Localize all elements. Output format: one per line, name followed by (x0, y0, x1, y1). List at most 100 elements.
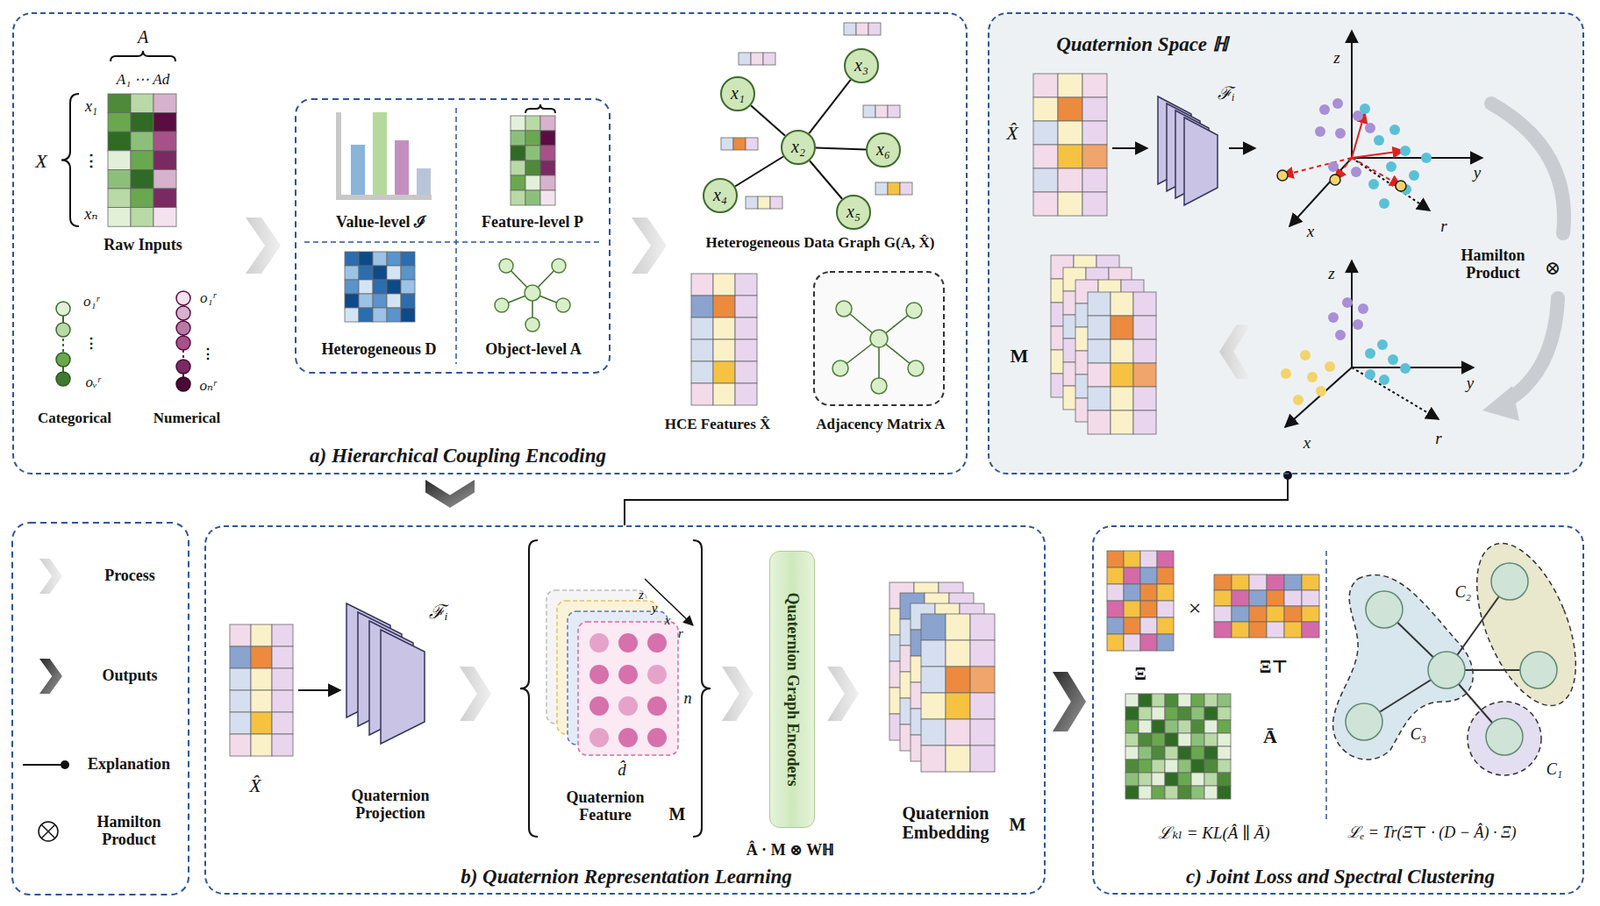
embedding-dot (1324, 361, 1336, 372)
matrix-cell (757, 196, 771, 209)
matrix-cell (130, 113, 154, 133)
matrix-cell (713, 273, 736, 296)
node-label: x₃ (854, 55, 869, 76)
numeric-node (176, 377, 191, 392)
embedding-matrix-layer (921, 614, 995, 772)
feature-matrix (510, 115, 556, 206)
matrix-cell (1057, 168, 1083, 193)
matrix-cell (153, 188, 177, 208)
feature-dot (618, 696, 638, 716)
diagram-label: y (651, 600, 658, 616)
matrix-cell (400, 293, 415, 308)
matrix-cell (1217, 759, 1231, 773)
matrix-cell (1214, 590, 1232, 607)
graph-node: x₄ (702, 178, 738, 214)
diagram-label: r (1440, 217, 1447, 236)
matrix-cell (1151, 733, 1165, 747)
diagram-label: Numerical (153, 410, 221, 428)
process-chevron (1052, 671, 1086, 732)
matrix-cell (1087, 315, 1111, 340)
line-shape (455, 107, 458, 365)
diagram-label: Heterogeneous D (321, 341, 436, 359)
embedding-dot (1319, 104, 1330, 115)
graph-node: x₃ (843, 48, 879, 84)
matrix-cell (1191, 707, 1205, 721)
curly-brace (692, 540, 711, 837)
matrix-cell (1178, 733, 1192, 747)
matrix-cell (229, 624, 251, 647)
matrix-cell (1082, 97, 1108, 122)
matrix-cell (1033, 73, 1058, 98)
diagram-label: C₃ (1410, 726, 1427, 744)
matrix-cell (510, 160, 526, 176)
matrix-cell (1191, 785, 1205, 800)
matrix-cell (1140, 550, 1158, 568)
matrix-cell (921, 692, 946, 720)
matrix-cell (1151, 785, 1165, 800)
matrix-cell (400, 307, 415, 322)
process-chevron (425, 479, 475, 508)
diagram-label: x (664, 613, 672, 629)
diagram-label: xₙ (84, 206, 98, 224)
diagram-label: Categorical (37, 410, 112, 428)
curly-brace (520, 540, 538, 837)
matrix-cell (1204, 707, 1218, 721)
diagram-label: Ā (1263, 726, 1278, 748)
matrix-cell (1178, 693, 1192, 708)
matrix-cell (1125, 746, 1139, 760)
process-chevron (39, 658, 63, 694)
affinity-matrix (1125, 693, 1231, 800)
quaternion-feature-layer (578, 621, 679, 756)
connector (808, 79, 851, 134)
matrix-cell (868, 22, 881, 36)
matrix-cell (713, 317, 736, 340)
feature-matrix (1033, 73, 1108, 216)
node-label: x₂ (791, 136, 806, 158)
embedding-dot (1335, 128, 1346, 139)
matrix-cell (130, 93, 154, 114)
matrix-cell (843, 22, 857, 36)
matrix-cell (1133, 339, 1157, 364)
process-chevron (1219, 324, 1251, 379)
matrix-cell (1110, 410, 1134, 435)
matrix-cell (1284, 606, 1302, 622)
embedding-dot (1400, 363, 1411, 374)
line-shape (1350, 260, 1353, 368)
line-shape (1228, 147, 1256, 150)
matrix-cell (525, 175, 541, 191)
matrix-cell (1217, 785, 1231, 800)
bar (372, 112, 387, 195)
process-arrow (1491, 103, 1565, 234)
graph-node: x₁ (720, 76, 756, 112)
matrix-cell (945, 719, 971, 746)
xi-transpose-matrix (1214, 574, 1320, 638)
matrix-cell (525, 145, 541, 161)
matrix-cell (1191, 746, 1205, 760)
matrix-cell (1217, 772, 1231, 786)
legend-label: Hamilton Product (85, 814, 173, 850)
matrix-cell (358, 293, 373, 308)
matrix-cell (970, 719, 995, 746)
matrix-cell (107, 169, 131, 189)
matrix-cell (1125, 693, 1139, 708)
matrix-cell (1140, 584, 1158, 601)
matrix-cell (344, 251, 359, 266)
cluster-node (1365, 591, 1403, 629)
matrix-cell (107, 188, 131, 208)
matrix-cell (1178, 772, 1192, 786)
matrix-cell (1214, 621, 1232, 638)
matrix-cell (153, 207, 177, 228)
line-shape (1112, 147, 1148, 150)
matrix-cell (1284, 574, 1302, 591)
feature-dot (647, 664, 667, 685)
process-chevron (39, 558, 63, 594)
embedding-dot (1314, 126, 1326, 137)
embedding-dot (1373, 135, 1385, 146)
diagram-label: Quaternion Embedding (888, 803, 1003, 843)
matrix-cell (1138, 772, 1152, 786)
diagram-label: Value-level ℐ (335, 214, 426, 232)
matrix-cell (735, 295, 758, 318)
matrix-cell (970, 692, 995, 720)
diagram-label: oₙʳ (199, 378, 216, 395)
